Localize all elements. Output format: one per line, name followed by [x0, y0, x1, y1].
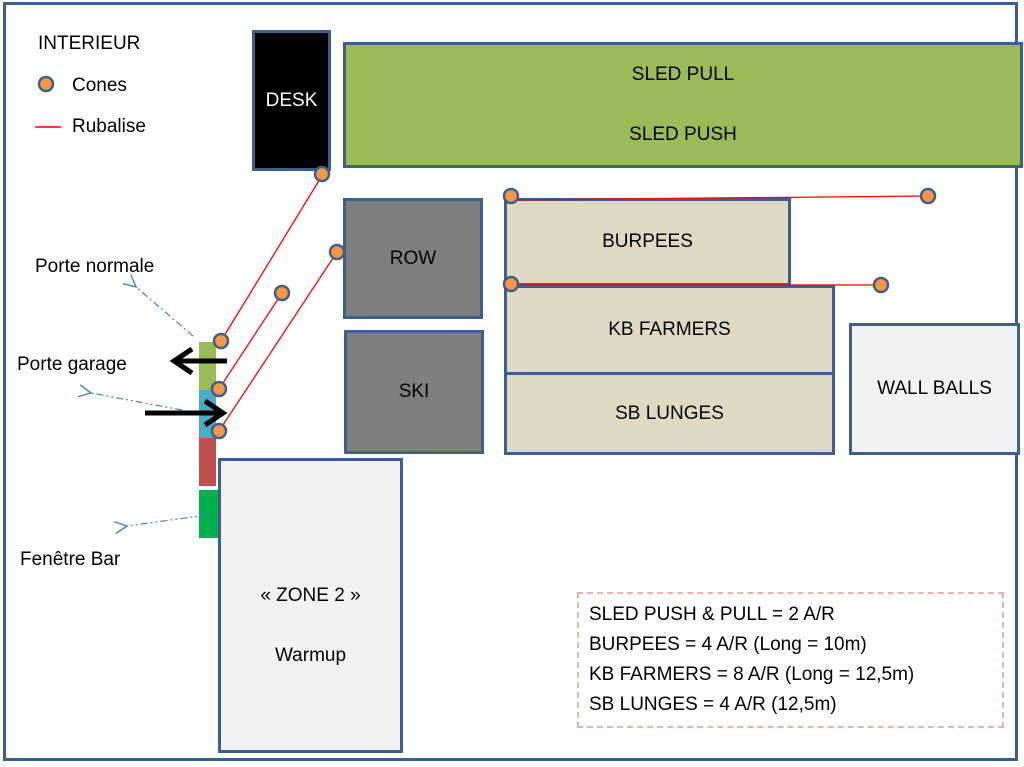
note-sled: SLED PUSH & PULL = 2 A/R	[589, 604, 835, 625]
legend-title: INTERIEUR	[38, 33, 141, 54]
legend-cones-label: Cones	[72, 75, 127, 96]
sb-lunges-label: SB LUNGES	[615, 402, 724, 424]
window-bar	[199, 490, 218, 538]
legend-rubalise-label: Rubalise	[72, 116, 146, 137]
porte-garage-arrow	[91, 393, 183, 411]
porte-normale-label: Porte normale	[35, 256, 155, 277]
burpees-label: BURPEES	[602, 231, 693, 252]
door-red-segment	[199, 438, 216, 486]
cone-icon	[919, 187, 937, 205]
sled-push-label: SLED PUSH	[629, 124, 737, 145]
cone-icon	[210, 422, 228, 440]
exit-arrow-icon	[169, 346, 227, 376]
porte-garage-label: Porte garage	[17, 354, 127, 375]
zone2-warmup: « ZONE 2 » Warmup	[218, 458, 403, 753]
cone-icon	[502, 187, 520, 205]
cone-icon	[212, 332, 230, 350]
cone-icon	[210, 380, 228, 398]
kb-farmers-label: KB FARMERS	[608, 319, 731, 340]
cone-icon	[313, 165, 331, 183]
cone-icon	[502, 275, 520, 293]
cone-icon	[328, 243, 346, 261]
cone-icon	[872, 276, 890, 294]
legend-cone-icon	[37, 75, 55, 93]
fenetre-bar-arrow	[127, 514, 208, 526]
notes-box: SLED PUSH & PULL = 2 A/R BURPEES = 4 A/R…	[577, 592, 1004, 728]
note-sb-lunges: SB LUNGES = 4 A/R (12,5m)	[589, 694, 837, 715]
wall-balls-zone: WALL BALLS	[849, 323, 1020, 455]
row-zone: ROW	[343, 198, 483, 319]
desk-zone: DESK	[252, 30, 331, 171]
fenetre-bar-label: Fenêtre Bar	[20, 549, 121, 570]
porte-normale-arrow	[136, 287, 194, 337]
rubalise-line	[510, 195, 929, 201]
entry-arrow-icon	[145, 398, 228, 428]
ski-zone: SKI	[344, 330, 484, 454]
sled-zone: SLED PULL SLED PUSH	[343, 42, 1023, 168]
rubalise-line	[218, 251, 338, 432]
rubalise-line	[218, 292, 283, 390]
desk-label: DESK	[265, 89, 318, 111]
sb-lunges-zone: SB LUNGES	[504, 372, 835, 455]
ski-label: SKI	[398, 381, 430, 402]
door-normal	[199, 342, 216, 390]
rubalise-line	[220, 173, 324, 342]
cone-icon	[273, 284, 291, 302]
wall-balls-label: WALL BALLS	[877, 378, 992, 399]
zone2-title: « ZONE 2 »	[260, 585, 361, 606]
sled-pull-label: SLED PULL	[631, 64, 735, 85]
zone2-subtitle: Warmup	[274, 645, 347, 666]
row-label: ROW	[389, 247, 437, 269]
note-kb-farmers: KB FARMERS = 8 A/R (Long = 12,5m)	[589, 664, 915, 685]
note-burpees: BURPEES = 4 A/R (Long = 10m)	[589, 634, 867, 655]
